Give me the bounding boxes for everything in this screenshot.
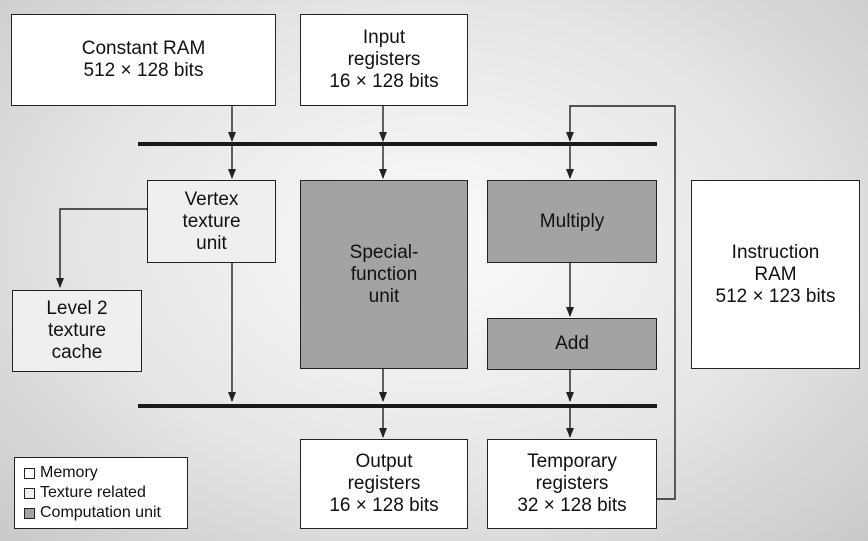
legend: Memory Texture related Computation unit xyxy=(14,457,188,529)
instruction-ram-size: 512 × 123 bits xyxy=(715,285,836,307)
instruction-ram-label-1: Instruction xyxy=(731,241,820,263)
vertex-texture-unit-box: Vertex texture unit xyxy=(147,180,276,263)
level2-cache-label-1: Level 2 xyxy=(46,298,108,319)
special-function-label-3: unit xyxy=(368,285,400,307)
legend-texture-related-label: Texture related xyxy=(40,484,146,501)
multiply-label: Multiply xyxy=(539,210,605,232)
temporary-registers-label-1: Temporary xyxy=(527,451,617,472)
temporary-registers-size: 32 × 128 bits xyxy=(517,495,627,516)
memory-swatch-icon xyxy=(24,467,35,479)
temporary-registers-label-2: registers xyxy=(535,473,609,494)
instruction-ram-label-2: RAM xyxy=(754,263,797,285)
level2-texture-cache-box: Level 2 texture cache xyxy=(12,290,142,372)
constant-ram-box: Constant RAM 512 × 128 bits xyxy=(11,14,276,106)
texture-related-swatch-icon xyxy=(24,487,35,499)
output-registers-box: Output registers 16 × 128 bits xyxy=(300,439,468,529)
input-registers-label-1: Input xyxy=(362,27,406,48)
input-registers-size: 16 × 128 bits xyxy=(329,71,439,92)
temporary-registers-box: Temporary registers 32 × 128 bits xyxy=(487,439,657,529)
special-function-label-1: Special- xyxy=(349,241,419,263)
vertex-texture-label-2: texture xyxy=(182,210,241,232)
legend-memory-label: Memory xyxy=(40,464,98,481)
add-label: Add xyxy=(555,333,589,354)
computation-unit-swatch-icon xyxy=(24,507,35,519)
constant-ram-label: Constant RAM xyxy=(81,38,206,59)
instruction-ram-box: Instruction RAM 512 × 123 bits xyxy=(691,180,860,369)
wire-temp-feedback-to-bus xyxy=(566,105,676,500)
input-registers-label-2: registers xyxy=(347,49,421,70)
add-box: Add xyxy=(487,318,657,370)
input-registers-box: Input registers 16 × 128 bits xyxy=(300,14,468,106)
output-registers-size: 16 × 128 bits xyxy=(329,495,439,516)
special-function-label-2: function xyxy=(350,263,418,285)
output-registers-label-2: registers xyxy=(347,473,421,494)
multiply-box: Multiply xyxy=(487,180,657,263)
vertex-texture-label-1: Vertex xyxy=(184,188,239,210)
level2-cache-label-3: cache xyxy=(51,342,103,363)
legend-item-memory: Memory xyxy=(24,463,187,483)
special-function-unit-box: Special- function unit xyxy=(300,180,468,369)
legend-item-computation-unit: Computation unit xyxy=(24,503,187,523)
level2-cache-label-2: texture xyxy=(47,320,107,341)
output-registers-label-1: Output xyxy=(355,451,413,472)
legend-item-texture-related: Texture related xyxy=(24,483,187,503)
vertex-texture-label-3: unit xyxy=(196,232,227,254)
wire-texture-cache-bidirectional xyxy=(56,205,154,288)
legend-computation-unit-label: Computation unit xyxy=(40,504,161,521)
constant-ram-size: 512 × 128 bits xyxy=(83,60,204,81)
